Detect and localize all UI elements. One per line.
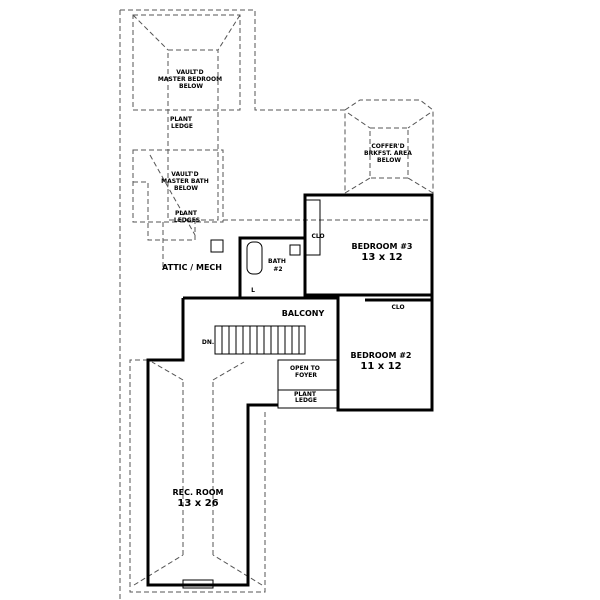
closet-bed3-label: CLO: [311, 233, 324, 240]
vault-master-bedroom-label: VAULT'D MASTER BEDROOM BELOW: [158, 69, 224, 90]
rec-room-size: 13 x 26: [177, 498, 218, 509]
plant-ledges-label: PLANT LEDGES: [174, 210, 200, 224]
bedroom2-size: 11 x 12: [360, 361, 401, 372]
mech-chase: [210, 239, 224, 253]
plant-ledge-label: PLANT LEDGE: [170, 116, 194, 130]
bath2-label: BATH #2: [268, 258, 288, 273]
toilet: [289, 244, 301, 256]
stair-down-label: DN.: [202, 339, 214, 346]
coffer-breakfast-label: COFFER'D BRKFST. AREA BELOW: [364, 143, 414, 164]
closet-bed2-label: CLO: [391, 304, 404, 311]
bedroom3-name: BEDROOM #3: [352, 242, 413, 251]
open-to-foyer-label: OPEN TO FOYER: [290, 365, 322, 379]
stairs: [214, 325, 306, 355]
plant-ledge-foyer-label: PLANT LEDGE: [294, 391, 318, 404]
labels: VAULT'D MASTER BEDROOM BELOW PLANT LEDGE…: [158, 69, 414, 509]
walls: [146, 193, 434, 589]
attic-mech-label: ATTIC / MECH: [162, 263, 222, 272]
linen-label: L: [251, 287, 255, 294]
bedroom3-size: 13 x 12: [361, 252, 402, 263]
rec-room-name: REC. ROOM: [172, 488, 223, 497]
roof-outlines: [119, 9, 434, 600]
balcony-label: BALCONY: [282, 309, 325, 318]
bedroom2-name: BEDROOM #2: [351, 351, 412, 360]
vault-master-bath-label: VAULT'D MASTER BATH BELOW: [161, 171, 211, 192]
bathtub: [246, 241, 263, 275]
